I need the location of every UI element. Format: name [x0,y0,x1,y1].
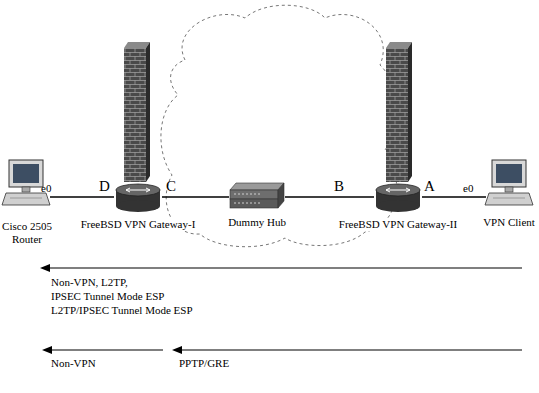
hub-icon [230,183,284,208]
network-cloud [161,5,398,246]
computer-icon [485,160,533,205]
link-line [422,196,486,197]
link-line [285,197,374,198]
port-label: e0 [462,182,474,195]
router-icon [376,184,420,212]
device-label: FreeBSD VPN Gateway-II [337,218,459,231]
traffic-label: Non-VPN, L2TP, [50,276,129,289]
interface-letter: D [98,179,111,194]
traffic-arrow [172,346,522,354]
router-icon [116,184,160,212]
device-label: VPN Client [481,216,537,229]
device-node: VPN Client [486,158,532,212]
traffic-label: PPTP/GRE [178,357,230,370]
device-label: FreeBSD VPN Gateway-I [79,218,198,231]
traffic-arrow [40,264,522,272]
device-node: Dummy Hub [229,182,285,209]
traffic-label: Non-VPN [50,357,97,370]
firewall-tower [124,42,150,182]
interface-letter: B [333,179,345,194]
device-label: Cisco 2505 Router [0,220,60,246]
link-line [285,196,374,197]
interface-letter: A [423,179,436,194]
device-label: Dummy Hub [226,216,288,229]
link-line [50,196,114,197]
device-node: FreeBSD VPN Gateway-II [374,183,422,213]
traffic-label: L2TP/IPSEC Tunnel Mode ESP [50,304,194,317]
traffic-label: IPSEC Tunnel Mode ESP [50,290,165,303]
link-line [50,197,114,198]
firewall-tower [386,42,412,182]
device-node: FreeBSD VPN Gateway-I [114,183,162,213]
link-line [422,197,486,198]
link-line [162,197,229,198]
traffic-arrow [42,346,163,354]
link-line [162,196,229,197]
interface-letter: C [165,179,177,194]
port-label: e0 [40,182,52,195]
